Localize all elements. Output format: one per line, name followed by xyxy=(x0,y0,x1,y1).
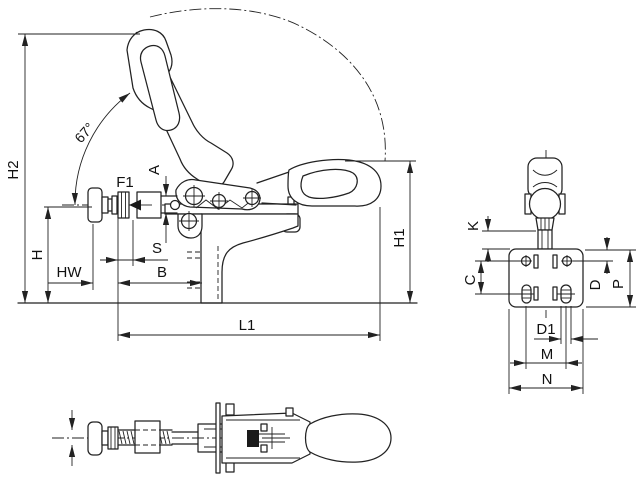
dim-label-p: P xyxy=(610,279,627,289)
handle-knob xyxy=(528,187,562,221)
dim-label-l1: L1 xyxy=(239,317,256,334)
mounting-slot xyxy=(518,284,535,304)
dimension-h: H xyxy=(29,206,92,303)
dim-label-b: B xyxy=(157,264,167,281)
dimension-c: C xyxy=(462,260,522,295)
toggle-linkage xyxy=(169,178,261,231)
grip-cutout xyxy=(300,168,358,199)
link-block xyxy=(247,430,259,447)
dim-label-angle: 67° xyxy=(71,119,97,145)
plate-slot xyxy=(533,286,539,301)
dimension-d1: D1 xyxy=(534,306,598,344)
dimension-l1: L1 xyxy=(118,207,381,341)
handle-grip-cutout xyxy=(139,44,181,132)
dim-label-a: A xyxy=(146,165,163,175)
pivot-rivet xyxy=(183,185,205,207)
side-view: H2 H HW S B L1 xyxy=(5,8,418,341)
dimension-p: P xyxy=(585,249,636,308)
dimension-m: M xyxy=(510,306,582,369)
mounting-hole xyxy=(561,255,573,267)
dimension-d: D xyxy=(573,237,613,290)
dim-label-n: N xyxy=(542,371,553,388)
handle-open-outline xyxy=(126,28,234,189)
plate-slot xyxy=(533,254,539,269)
dim-label-s: S xyxy=(152,240,162,257)
dim-label-d: D xyxy=(587,279,604,290)
plate-slot xyxy=(552,254,558,269)
pivot-rivet xyxy=(210,192,228,210)
mounting-plate xyxy=(508,248,584,308)
clamp-grip-closed xyxy=(256,158,382,207)
handle-swing-arc xyxy=(149,8,386,162)
body-top-view xyxy=(221,403,311,473)
dim-label-k: K xyxy=(465,221,482,231)
dimension-a: A xyxy=(146,165,170,243)
pivot-rivet xyxy=(169,199,181,211)
arm-front-view xyxy=(537,229,553,250)
top-view xyxy=(52,402,392,474)
dim-label-h1: H1 xyxy=(391,228,408,247)
mounting-bracket xyxy=(177,213,299,304)
spindle-top-view xyxy=(87,402,233,474)
dim-label-h2: H2 xyxy=(5,160,22,179)
dimension-n: N xyxy=(508,309,584,394)
dimension-k: K xyxy=(465,216,536,262)
handle-front-view xyxy=(524,157,566,250)
dimension-h1: H1 xyxy=(345,160,416,303)
front-view: K C D P D1 xyxy=(462,150,636,394)
dim-label-h: H xyxy=(29,250,46,261)
mounting-slot xyxy=(557,284,575,304)
block-top-view xyxy=(134,420,161,454)
dim-label-f1: F1 xyxy=(116,174,134,191)
dim-label-m: M xyxy=(541,346,554,363)
dimension-b: B xyxy=(118,264,202,287)
cross-pin xyxy=(215,402,221,474)
grip-top-view xyxy=(304,413,392,463)
dim-label-d1: D1 xyxy=(536,321,555,338)
clamp-pad-top xyxy=(87,421,103,456)
hex-nut xyxy=(117,191,130,219)
dimension-h2: H2 xyxy=(5,33,140,303)
pivot-rivet xyxy=(243,189,261,207)
force-arrow-f1 xyxy=(129,199,141,211)
dimension-hw: HW xyxy=(48,224,94,290)
dim-label-hw: HW xyxy=(57,264,83,281)
plate-slot xyxy=(552,286,558,301)
pivot-rivet xyxy=(179,211,199,231)
dim-label-c: C xyxy=(462,274,479,285)
clamp-pad xyxy=(87,187,103,223)
dimension-s: S xyxy=(100,218,168,341)
